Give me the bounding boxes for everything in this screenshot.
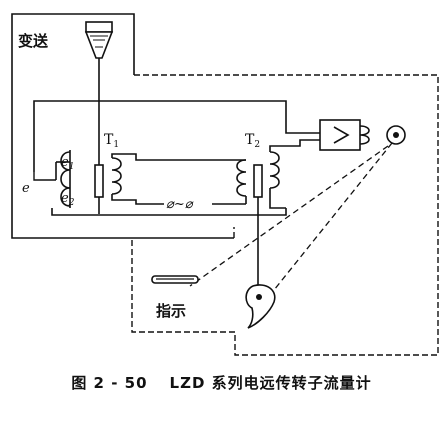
t2-primary-coil — [236, 159, 247, 204]
amplifier-box — [319, 119, 361, 151]
t1-label: T1 — [104, 132, 119, 150]
t2-label: T2 — [245, 132, 260, 150]
cam-pivot — [256, 294, 262, 300]
transmitter-housing — [11, 13, 234, 239]
caption-number: 图 2 - 50 — [71, 374, 148, 392]
t1-secondary-coil — [111, 153, 246, 205]
linkage-to-cam — [265, 142, 393, 301]
e-connection — [33, 172, 56, 181]
caption-title: LZD 系列电远传转子流量计 — [169, 374, 372, 392]
indicator-label: 指示 — [156, 302, 186, 320]
transmitter-label: 变送 — [18, 32, 49, 50]
bottom-bus-wire — [51, 208, 287, 216]
linkage-to-scale — [189, 145, 389, 287]
cam-pointer — [245, 284, 276, 329]
t2-secondary-coil — [269, 139, 320, 209]
phase-symbol: ⌀~⌀ — [166, 197, 194, 212]
primary-coils-left — [55, 150, 71, 208]
indicator-housing — [131, 74, 439, 356]
amplifier-output-coil — [359, 125, 370, 145]
rotameter-float — [84, 21, 114, 59]
top-bus-wire — [33, 100, 320, 172]
lzd-flowmeter-diagram: 变送 e e1 e2 T1 ⌀~⌀ T2 — [11, 13, 439, 356]
t1-core — [94, 164, 104, 198]
e2-label: e2 — [61, 191, 75, 208]
e1-label: e1 — [61, 155, 74, 172]
e-label: e — [22, 181, 30, 196]
amplifier-symbol — [333, 126, 350, 144]
motor-inner — [393, 132, 399, 138]
t2-core — [253, 164, 263, 198]
figure-caption: 图 2 - 50 LZD 系列电远传转子流量计 — [0, 372, 443, 393]
